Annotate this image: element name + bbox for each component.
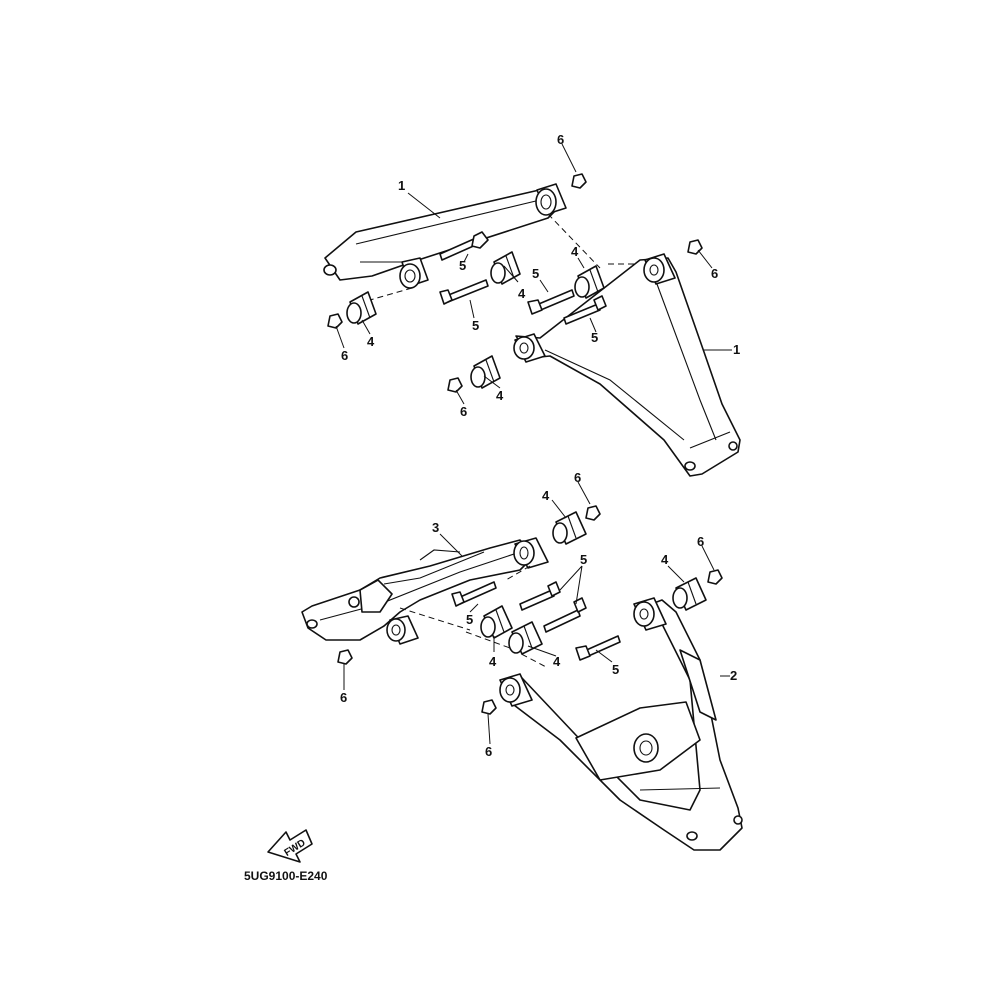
lower-arm-front (465, 597, 743, 851)
callout-part-3: 3 (432, 520, 439, 535)
callout-part-5: 5 (591, 330, 598, 345)
callout-part-5: 5 (472, 318, 479, 333)
bolt-upper-a (439, 231, 489, 261)
callout-part-2: 2 (730, 668, 737, 683)
callout-part-4: 4 (542, 488, 550, 503)
bushing-lower-a (552, 511, 587, 545)
callout-part-6: 6 (711, 266, 718, 281)
bushing-upper-c (574, 265, 605, 299)
callout-part-4: 4 (489, 654, 497, 669)
bushing-group-lower (480, 511, 707, 655)
nut-group-lower (337, 505, 723, 715)
callout-part-5: 5 (580, 552, 587, 567)
nut-upper-c (327, 313, 343, 329)
bushing-upper-d (470, 355, 501, 389)
fwd-arrow-icon: FWD (267, 829, 313, 863)
nut-lower-b (707, 569, 723, 585)
nut-group-upper (327, 173, 703, 393)
callout-part-5: 5 (459, 258, 466, 273)
bolt-lower-b (519, 581, 561, 611)
bolt-lower-d (575, 635, 621, 661)
bolt-lower-c (543, 597, 587, 633)
nut-lower-c (337, 649, 353, 665)
callout-labels: 1 1 2 3 4 4 4 4 4 4 4 4 5 5 5 5 5 5 5 6 … (340, 132, 740, 759)
callout-part-4: 4 (661, 552, 669, 567)
lower-arm-rear (301, 537, 549, 645)
callout-part-6: 6 (697, 534, 704, 549)
callout-part-6: 6 (574, 470, 581, 485)
bushing-upper-a (346, 291, 377, 325)
callout-part-5: 5 (466, 612, 473, 627)
bolt-lower-a (451, 581, 497, 607)
bolt-upper-c (527, 289, 575, 315)
callout-part-6: 6 (340, 690, 347, 705)
callout-part-1-rear: 1 (398, 178, 405, 193)
bolt-upper-b (439, 279, 489, 305)
nut-lower-d (481, 699, 497, 715)
callout-part-5: 5 (532, 266, 539, 281)
leader-lines (335, 143, 732, 745)
bolt-upper-d (563, 295, 607, 325)
bolt-group-lower (451, 581, 621, 661)
callout-part-6: 6 (557, 132, 564, 147)
callout-part-4: 4 (571, 244, 579, 259)
bushing-lower-d (508, 621, 543, 655)
callout-part-4: 4 (496, 388, 504, 403)
upper-arm-rear (323, 183, 601, 301)
callout-part-6: 6 (341, 348, 348, 363)
bushing-lower-c (480, 605, 513, 639)
callout-part-6: 6 (460, 404, 467, 419)
callout-part-1-front: 1 (733, 342, 740, 357)
callout-part-4: 4 (553, 654, 561, 669)
bolt-group-upper (439, 231, 607, 325)
callout-part-4: 4 (518, 286, 526, 301)
callout-part-6: 6 (485, 744, 492, 759)
bushing-lower-b (672, 577, 707, 611)
bushing-upper-b (490, 251, 521, 285)
nut-upper-a (571, 173, 587, 189)
bushing-group-upper (346, 251, 605, 389)
nut-lower-a (585, 505, 601, 521)
callout-part-4: 4 (367, 334, 375, 349)
nut-upper-d (447, 377, 463, 393)
diagram-code: 5UG9100-E240 (244, 869, 328, 883)
callout-part-5: 5 (612, 662, 619, 677)
upper-arm-front (513, 253, 741, 477)
